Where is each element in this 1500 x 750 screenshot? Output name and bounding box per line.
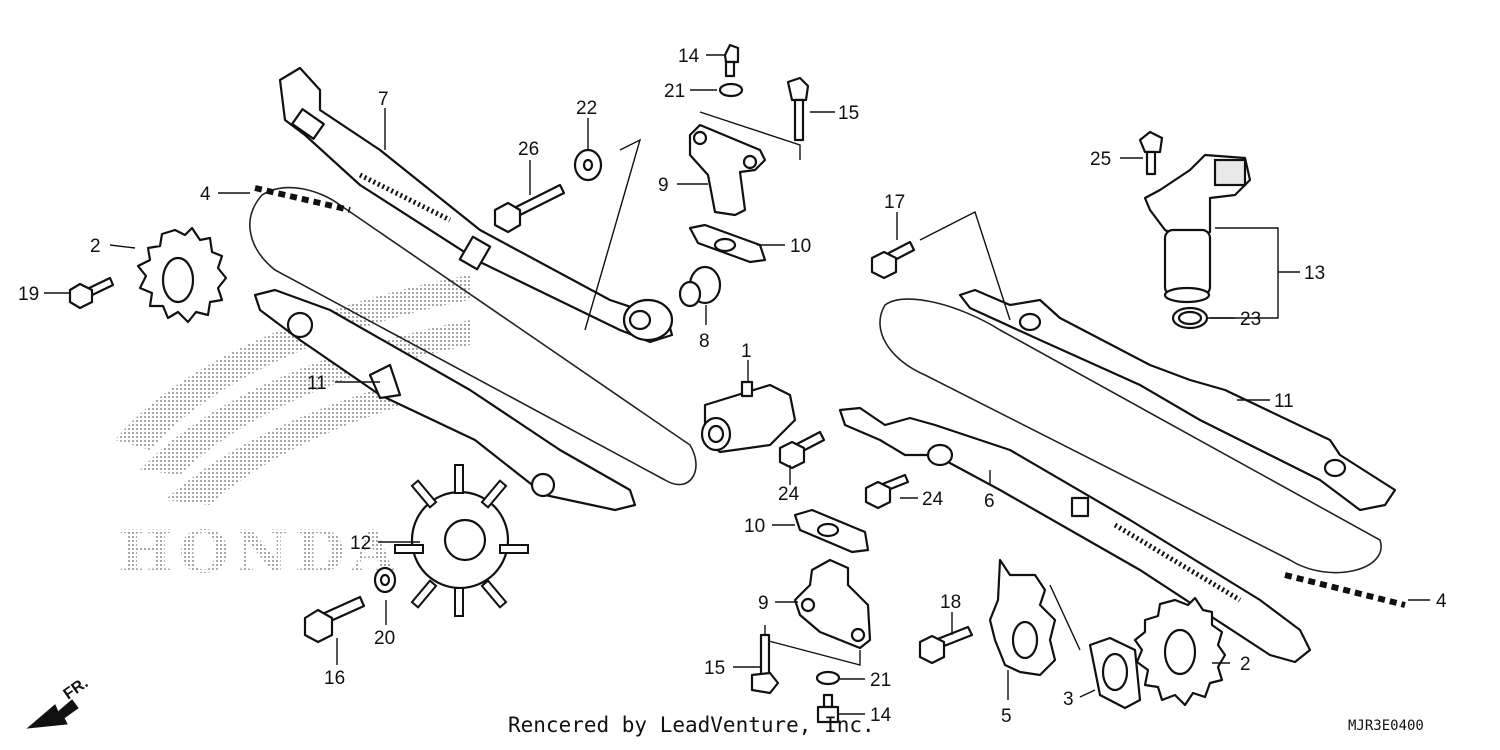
bolt-18 [918, 625, 974, 665]
cam-chain-left [249, 185, 697, 486]
washer-20 [373, 566, 397, 594]
chain-guide-left [253, 288, 637, 512]
label-9-top: 9 [658, 175, 669, 196]
label-22: 22 [576, 98, 597, 119]
label-8: 8 [699, 331, 710, 352]
washer-22 [573, 148, 603, 182]
label-15-bottom: 15 [704, 658, 725, 679]
label-1: 1 [741, 341, 752, 362]
label-19: 19 [18, 284, 39, 305]
label-4-right: 4 [1436, 591, 1447, 612]
label-23: 23 [1240, 309, 1261, 330]
gasket-10-bottom [793, 508, 870, 554]
bolt-16 [303, 595, 366, 644]
bracket-leader-15 [699, 111, 801, 160]
label-14-top: 14 [678, 46, 700, 67]
bracket-leader-17 [919, 211, 1011, 321]
label-13: 13 [1304, 263, 1325, 284]
part-labels: 1 2 2 3 4 4 5 6 7 8 9 9 10 10 11 11 12 1… [18, 46, 1447, 727]
label-6: 6 [984, 491, 995, 512]
washer-21-top [718, 82, 744, 98]
front-indicator-label: FR. [61, 675, 92, 704]
watermark-text: HONDA [118, 518, 402, 586]
credit-text: Rencered by LeadVenture, Inc. [508, 713, 875, 737]
bracket-leader-22 [584, 138, 642, 331]
label-4-left: 4 [200, 184, 211, 205]
tensioner-cap-8 [678, 265, 722, 308]
label-2-right: 2 [1240, 654, 1251, 675]
bolt-19 [68, 276, 115, 310]
bolt-26 [493, 183, 566, 234]
label-16: 16 [324, 668, 345, 689]
label-25: 25 [1090, 149, 1111, 170]
label-14-bottom: 14 [870, 705, 892, 726]
tensioner-arm-right [838, 406, 1312, 664]
cam-sprocket-right [1133, 596, 1227, 707]
label-9-bottom: 9 [758, 593, 769, 614]
label-12: 12 [350, 533, 371, 554]
cam-spool-1 [700, 380, 797, 454]
bolt-15-bottom [750, 633, 780, 695]
label-3: 3 [1063, 689, 1074, 710]
bolt-14-top [723, 43, 740, 78]
label-21-bottom: 21 [870, 670, 891, 691]
front-arrow-icon: FR. [26, 675, 92, 729]
washer-21-bottom [815, 670, 841, 686]
cam-chain-right [879, 298, 1406, 608]
label-24-right: 24 [922, 489, 944, 510]
bolt-25 [1138, 130, 1164, 176]
bolt-15-top [786, 76, 810, 142]
bracket-leader-15-bottom [764, 625, 861, 666]
cam-position-sensor [1143, 153, 1252, 304]
tensioner-lifter-bottom [793, 558, 872, 650]
label-26: 26 [518, 139, 539, 160]
label-20: 20 [374, 628, 395, 649]
label-5: 5 [1001, 706, 1012, 727]
label-15-top: 15 [838, 103, 859, 124]
label-7: 7 [378, 89, 389, 110]
label-21-top: 21 [664, 81, 685, 102]
tensioner-lifter-top [688, 123, 767, 217]
pulser-rotor [394, 464, 529, 617]
gasket-10-top [688, 223, 767, 264]
bracket-leader-13 [1210, 227, 1279, 319]
bracket-leader-5 [1049, 584, 1081, 651]
label-17: 17 [884, 192, 905, 213]
bolt-24-left [778, 430, 826, 470]
gasket-3 [1088, 636, 1142, 710]
label-leaders [44, 54, 1430, 715]
label-11-left: 11 [307, 373, 327, 394]
label-18: 18 [940, 592, 961, 613]
diagram-code: MJR3E0400 [1348, 718, 1424, 734]
plate-5 [988, 558, 1057, 677]
bolt-17 [870, 240, 916, 280]
tensioner-arm-left [278, 66, 674, 344]
cam-sprocket-left [136, 226, 228, 324]
o-ring-23 [1171, 306, 1209, 330]
label-10-top: 10 [790, 236, 811, 257]
label-2-left: 2 [90, 236, 101, 257]
label-10-bottom: 10 [744, 516, 765, 537]
chain-guide-right [958, 288, 1397, 512]
label-24-left: 24 [778, 484, 800, 505]
bolt-24-right [864, 473, 910, 510]
bolt-14-bottom [816, 693, 840, 724]
label-11-right: 11 [1274, 391, 1294, 412]
